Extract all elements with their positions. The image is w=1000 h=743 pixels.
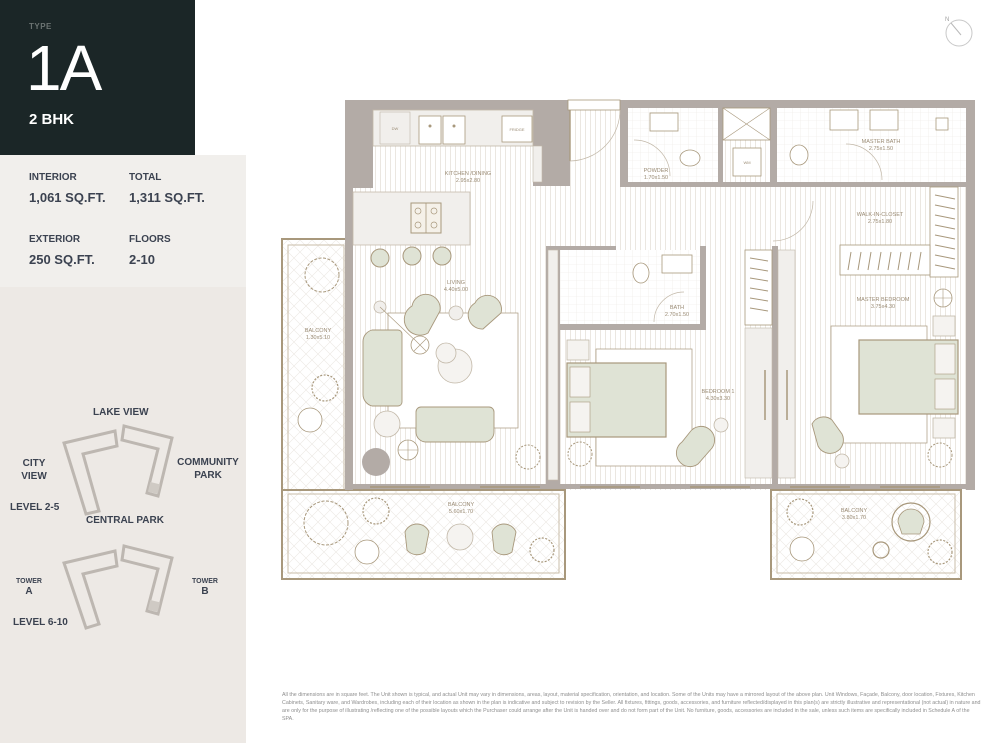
stat-value: 1,311 SQ.FT.: [129, 190, 205, 205]
svg-text:4.40x5.00: 4.40x5.00: [444, 287, 468, 293]
round-ottoman: [362, 448, 390, 476]
svg-text:DW: DW: [392, 126, 399, 131]
sofa-left: [362, 329, 403, 407]
bedroom1-furniture: [566, 339, 729, 468]
laundry: WM: [722, 107, 771, 177]
unit-highlight-lower: [147, 599, 161, 613]
unit-type-header: TYPE 1A 2 BHK: [0, 0, 195, 155]
room-label-bedroom-1: BEDROOM 1: [701, 389, 734, 395]
kitchen: DW FRIDGE: [352, 109, 543, 268]
level-label-6-10: LEVEL 6-10: [13, 617, 68, 628]
north-arrow-icon: N: [945, 17, 973, 47]
svg-text:1.70x1.50: 1.70x1.50: [644, 175, 668, 181]
unit-type-code: 1A: [26, 32, 102, 104]
armchair-1: [403, 293, 441, 336]
tower-b-outline-upper: [120, 424, 174, 498]
master-bath: [777, 108, 966, 182]
room-label-walk-in-closet: WALK-IN-CLOSET: [857, 212, 904, 218]
fridge: [501, 115, 533, 143]
stat-floors: FLOORS 2-10: [129, 234, 171, 267]
tower-a-outline-upper: [62, 429, 119, 516]
stats-box: [0, 155, 246, 287]
stat-exterior: EXTERIOR 250 SQ.FT.: [29, 234, 95, 267]
stat-value: 1,061 SQ.FT.: [29, 190, 106, 205]
stat-value: 250 SQ.FT.: [29, 252, 95, 267]
wardrobe-left: [547, 249, 559, 481]
sofa-bottom: [415, 406, 495, 443]
svg-text:5.60x1.70: 5.60x1.70: [449, 509, 473, 515]
svg-text:2.75x1.50: 2.75x1.50: [869, 146, 893, 152]
room-labels: KITCHEN /DINING 2.95x2.80 POWDER 1.70x1.…: [305, 139, 910, 521]
svg-text:2.75x1.80: 2.75x1.80: [868, 219, 892, 225]
sink-left: [418, 115, 442, 145]
walk-in-closet: [839, 186, 959, 278]
view-label-central-park: CENTRAL PARK: [86, 515, 164, 526]
armchair-2: [467, 294, 502, 330]
room-label-balcony-bottom: BALCONY: [448, 502, 475, 508]
unit-bhk: 2 BHK: [29, 111, 75, 128]
room-label-master-bath: MASTER BATH: [862, 139, 901, 145]
closet-door: [772, 200, 814, 242]
room-label-balcony-left: BALCONY: [305, 328, 332, 334]
balcony-furniture: [297, 257, 953, 565]
living-furniture: [362, 293, 541, 476]
stat-label: TOTAL: [129, 172, 162, 183]
svg-text:3.75x4.30: 3.75x4.30: [871, 304, 895, 310]
room-label-kitchen: KITCHEN /DINING: [445, 171, 491, 177]
room-label-master-bedroom: MASTER BEDROOM: [857, 297, 910, 303]
tower-a-outline-lower: [62, 549, 119, 630]
tower-b-outline-lower: [120, 544, 174, 616]
key-plan-diagram: [62, 424, 174, 630]
room-label-living: LIVING: [447, 280, 465, 286]
wardrobe-bedroom1: [744, 249, 796, 479]
disclaimer-text: All the dimensions are in square feet. T…: [282, 692, 981, 722]
room-label-bath: BATH: [670, 305, 684, 311]
stat-value: 2-10: [129, 252, 156, 267]
unit-highlight-upper: [147, 481, 161, 495]
bath-1: [560, 250, 700, 324]
balcony-right: [770, 489, 962, 580]
svg-text:FRIDGE: FRIDGE: [509, 127, 524, 132]
stat-label: EXTERIOR: [29, 234, 81, 245]
north-label: N: [945, 17, 949, 23]
svg-text:4.30x3.30: 4.30x3.30: [706, 396, 730, 402]
type-label: TYPE: [29, 22, 52, 31]
level-label-2-5: LEVEL 2-5: [10, 502, 60, 513]
svg-text:2.70x1.50: 2.70x1.50: [665, 312, 689, 318]
stat-interior: INTERIOR 1,061 SQ.FT.: [29, 172, 106, 205]
stat-label: INTERIOR: [29, 172, 77, 183]
stat-total: TOTAL 1,311 SQ.FT.: [129, 172, 205, 205]
sink-right: [442, 115, 466, 145]
svg-text:3.80x1.70: 3.80x1.70: [842, 515, 866, 521]
room-label-powder: POWDER: [644, 168, 669, 174]
svg-text:WM: WM: [743, 160, 750, 165]
dishwasher: [379, 111, 411, 145]
stat-label: FLOORS: [129, 234, 171, 245]
master-bedroom-furniture: [811, 288, 959, 469]
powder-room: [628, 108, 718, 182]
svg-text:2.95x2.80: 2.95x2.80: [456, 178, 480, 184]
entry-door: [567, 99, 621, 162]
svg-text:1.30x5.10: 1.30x5.10: [306, 335, 330, 341]
room-label-balcony-right: BALCONY: [841, 508, 868, 514]
view-label-lake: LAKE VIEW: [93, 407, 149, 418]
washing-machine: [732, 147, 762, 177]
plant: [515, 444, 541, 470]
